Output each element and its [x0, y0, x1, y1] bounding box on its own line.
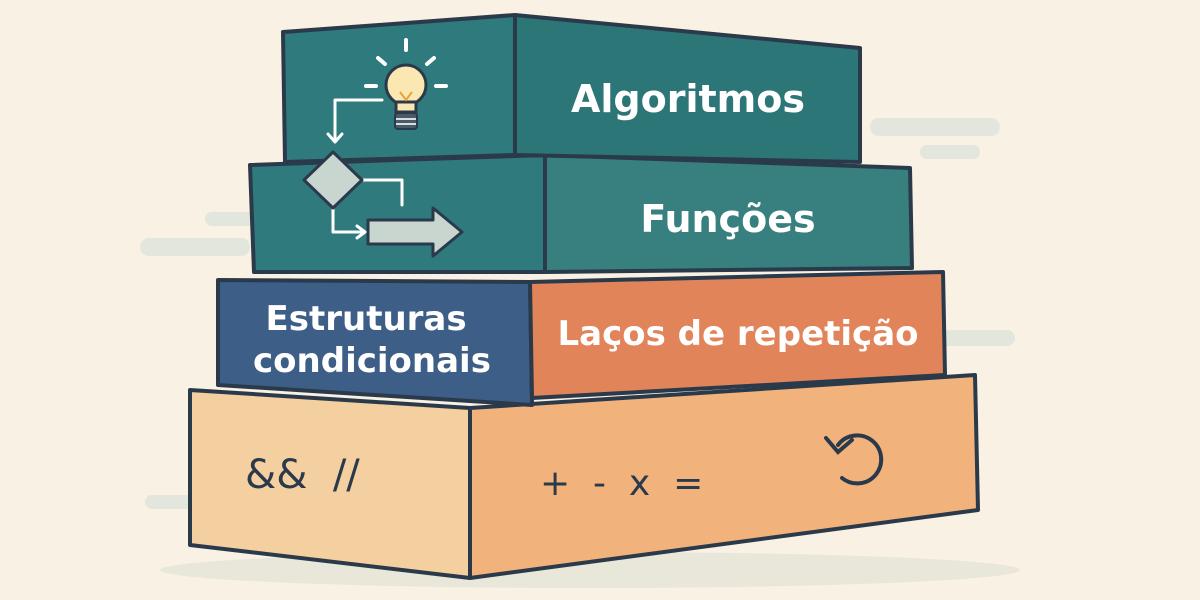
estruturas-label: Estruturas condicionais	[253, 299, 491, 381]
flowchart-arrow-shape	[366, 206, 464, 258]
lacos-label: Laços de repetição	[557, 314, 918, 354]
base-layer	[188, 373, 980, 580]
estruturas-layer	[216, 278, 534, 407]
flowchart-icon	[326, 98, 404, 240]
estruturas-label-line-2: condicionais	[253, 341, 491, 381]
lacos-layer	[528, 270, 947, 400]
funcoes-label: Funções	[640, 197, 815, 241]
algoritmos-label: Algoritmos	[571, 77, 805, 121]
refresh-icon	[824, 433, 884, 486]
flowchart-decision-diamond	[302, 150, 364, 210]
lightbulb-icon	[364, 38, 448, 130]
estruturas-label-line-1: Estruturas	[266, 299, 467, 339]
arithmetic-operators-text: + - x =	[540, 463, 703, 504]
logical-operators-text: && //	[245, 452, 360, 498]
base-layer-right-face	[468, 373, 980, 580]
